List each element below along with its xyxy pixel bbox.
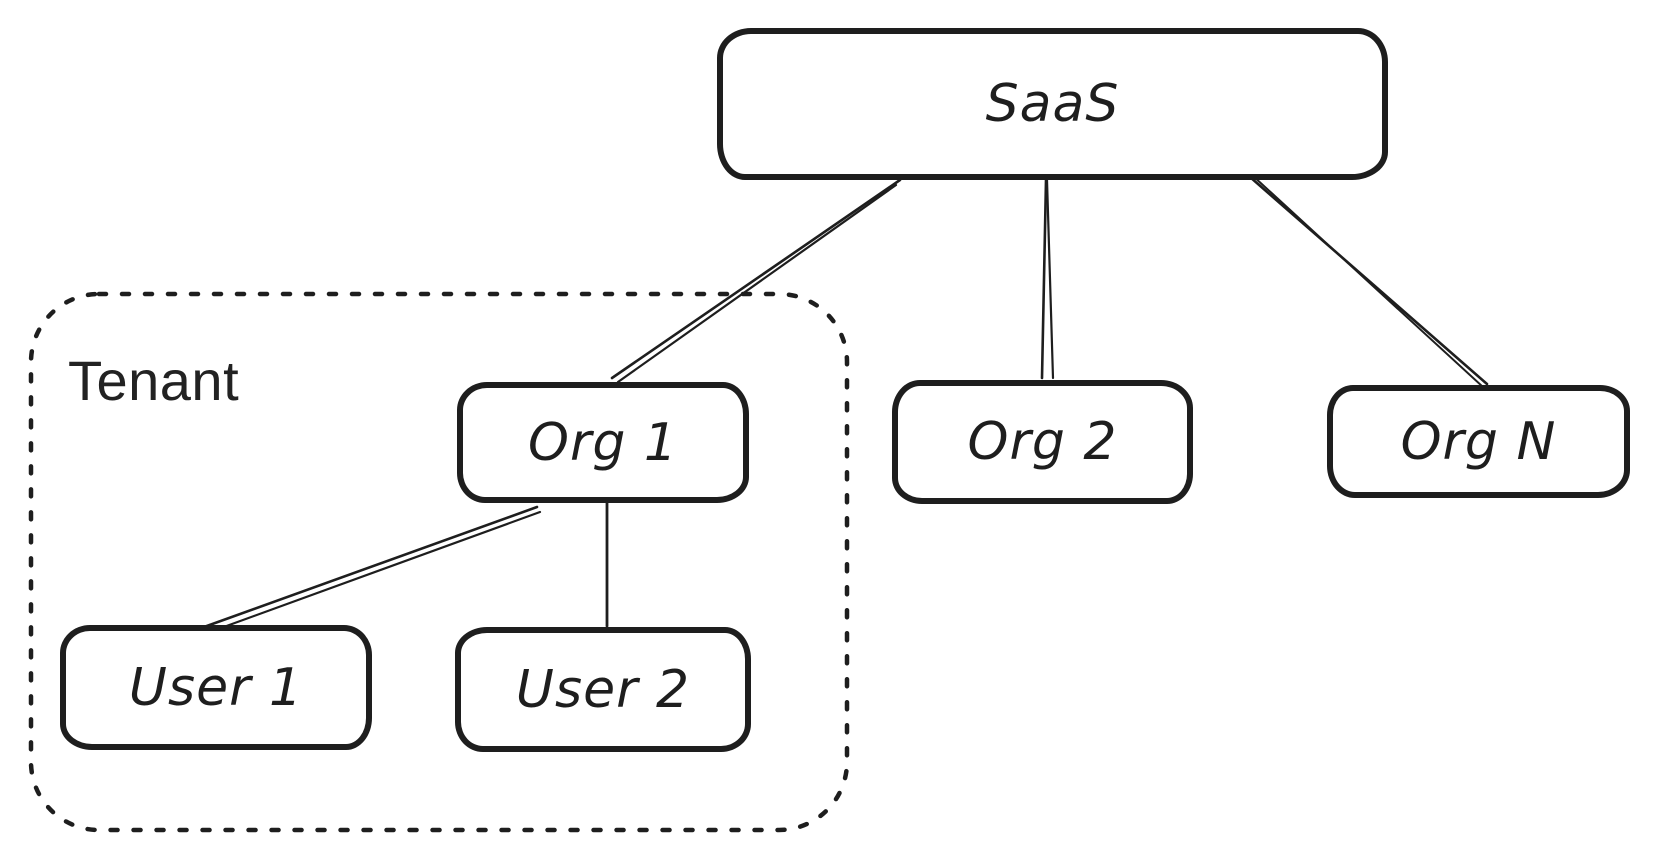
- edge-saas-org2: [1040, 178, 1048, 380]
- node-user1: User 1: [60, 625, 372, 750]
- edge-org1-user1: [202, 505, 539, 629]
- edge-saas-orgn-sketch: [1251, 174, 1484, 388]
- node-orgn-label: Org N: [1400, 411, 1557, 472]
- node-org1: Org 1: [457, 382, 749, 503]
- node-user1-label: User 1: [128, 657, 304, 718]
- node-saas-label: SaaS: [985, 74, 1120, 134]
- node-user2-label: User 2: [515, 659, 691, 720]
- tenant-group-label: Tenant: [68, 349, 240, 412]
- node-org2: Org 2: [892, 380, 1193, 504]
- tenant-group-border: [28, 291, 850, 833]
- edge-org1-user1-sketch: [208, 510, 542, 634]
- edge-saas-org1-sketch: [616, 183, 898, 384]
- node-org1-label: Org 1: [528, 412, 678, 473]
- edge-saas-org2-sketch: [1045, 178, 1055, 380]
- node-saas: SaaS: [717, 28, 1388, 180]
- node-orgn: Org N: [1327, 385, 1630, 498]
- edge-saas-org1: [610, 178, 902, 380]
- node-org2-label: Org 2: [967, 412, 1118, 472]
- edge-saas-orgn: [1248, 175, 1489, 386]
- node-user2: User 2: [455, 627, 751, 752]
